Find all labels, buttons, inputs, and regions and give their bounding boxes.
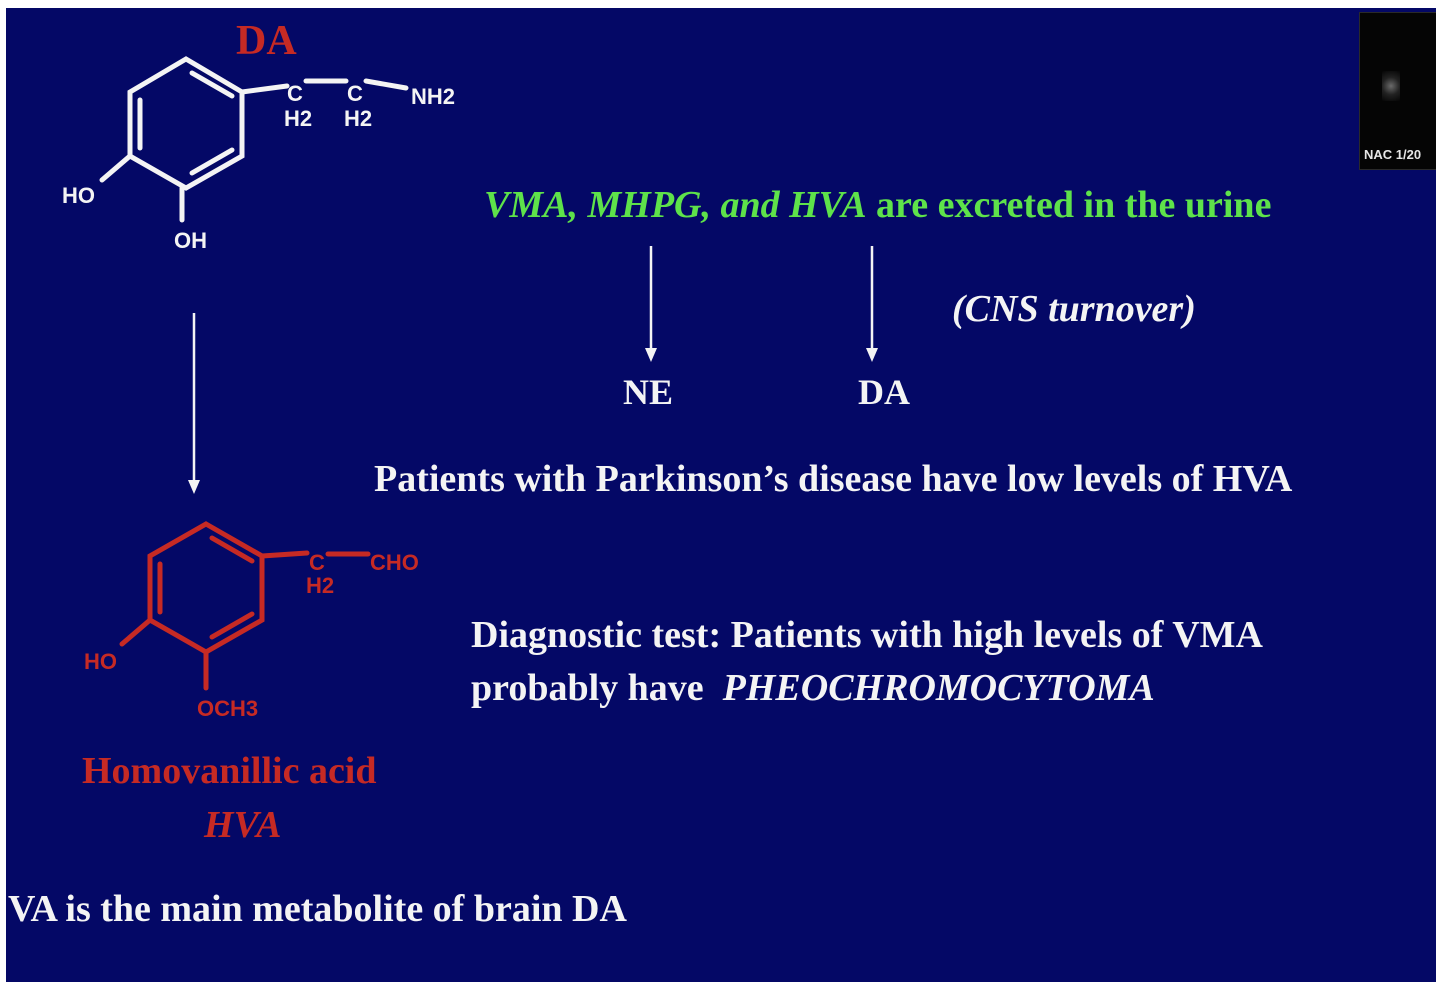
conversion-arrow — [188, 313, 200, 494]
dopamine-carbon-1: C — [287, 81, 303, 106]
cns-turnover-note: (CNS turnover) — [952, 288, 1196, 330]
dopamine-structure — [99, 56, 409, 223]
hva-bond — [119, 617, 153, 647]
dopamine-amine: NH2 — [411, 84, 455, 109]
hva-aldehyde: CHO — [370, 550, 419, 575]
dopamine-hydroxyl-2: OH — [174, 228, 207, 253]
slide: DA C H2 C H2 NH2 HO OH — [6, 8, 1436, 982]
hva-bond — [259, 550, 310, 559]
thumbnail-label: NAC 1/20 — [1364, 147, 1422, 162]
excretion-headline: VMA, MHPG, and HVA are excreted in the u… — [484, 186, 1271, 224]
hva-h2: H2 — [306, 573, 334, 598]
target-da: DA — [858, 372, 910, 412]
excretion-metabolites: VMA, MHPG, and HVA — [484, 184, 867, 226]
diagnostic-plain: probably have — [471, 667, 723, 709]
dopamine-bond — [99, 153, 133, 183]
dopamine-bond — [239, 83, 290, 95]
target-ne: NE — [623, 372, 674, 412]
video-thumbnail: NAC 1/20 — [1359, 12, 1436, 170]
dopamine-h2-2: H2 — [344, 106, 372, 131]
dopamine-h2-1: H2 — [284, 106, 312, 131]
diagnostic-test-line1: Diagnostic test: Patients with high leve… — [471, 614, 1263, 656]
hva-hydroxyl: HO — [84, 649, 117, 674]
dopamine-ring — [127, 56, 245, 191]
dopamine-ring-double-bond — [189, 70, 235, 99]
parkinson-statement: Patients with Parkinson’s disease have l… — [374, 458, 1293, 500]
excretion-rest: are excreted in the urine — [866, 184, 1272, 226]
hva-carbon: C — [309, 550, 325, 575]
dopamine-bond — [363, 78, 409, 91]
diagnostic-test-line2: probably have PHEOCHROMOCYTOMA — [471, 669, 1155, 707]
dopamine-label: DA — [236, 18, 297, 64]
hva-methoxy: OCH3 — [197, 696, 258, 721]
dopamine-carbon-2: C — [347, 81, 363, 106]
chemical-structures: C H2 C H2 NH2 HO OH C H2 CHO — [62, 56, 878, 721]
excretion-arrows — [645, 246, 878, 362]
arrow-to-ne-head — [645, 348, 657, 362]
hva-ring — [147, 521, 265, 655]
hva-ring-double-bond — [209, 611, 255, 640]
hva-structure — [119, 521, 371, 691]
hva-name: Homovanillic acid — [82, 750, 377, 792]
main-metabolite-statement: VA is the main metabolite of brain DA — [8, 888, 627, 930]
hva-abbrev: HVA — [204, 804, 282, 846]
dopamine-ring-double-bond — [189, 147, 235, 176]
thumbnail-image — [1382, 71, 1400, 101]
arrow-to-da-head — [866, 348, 878, 362]
dopamine-hydroxyl-1: HO — [62, 183, 95, 208]
hva-ring-double-bond — [209, 535, 255, 564]
pheochromocytoma: PHEOCHROMOCYTOMA — [722, 667, 1155, 709]
